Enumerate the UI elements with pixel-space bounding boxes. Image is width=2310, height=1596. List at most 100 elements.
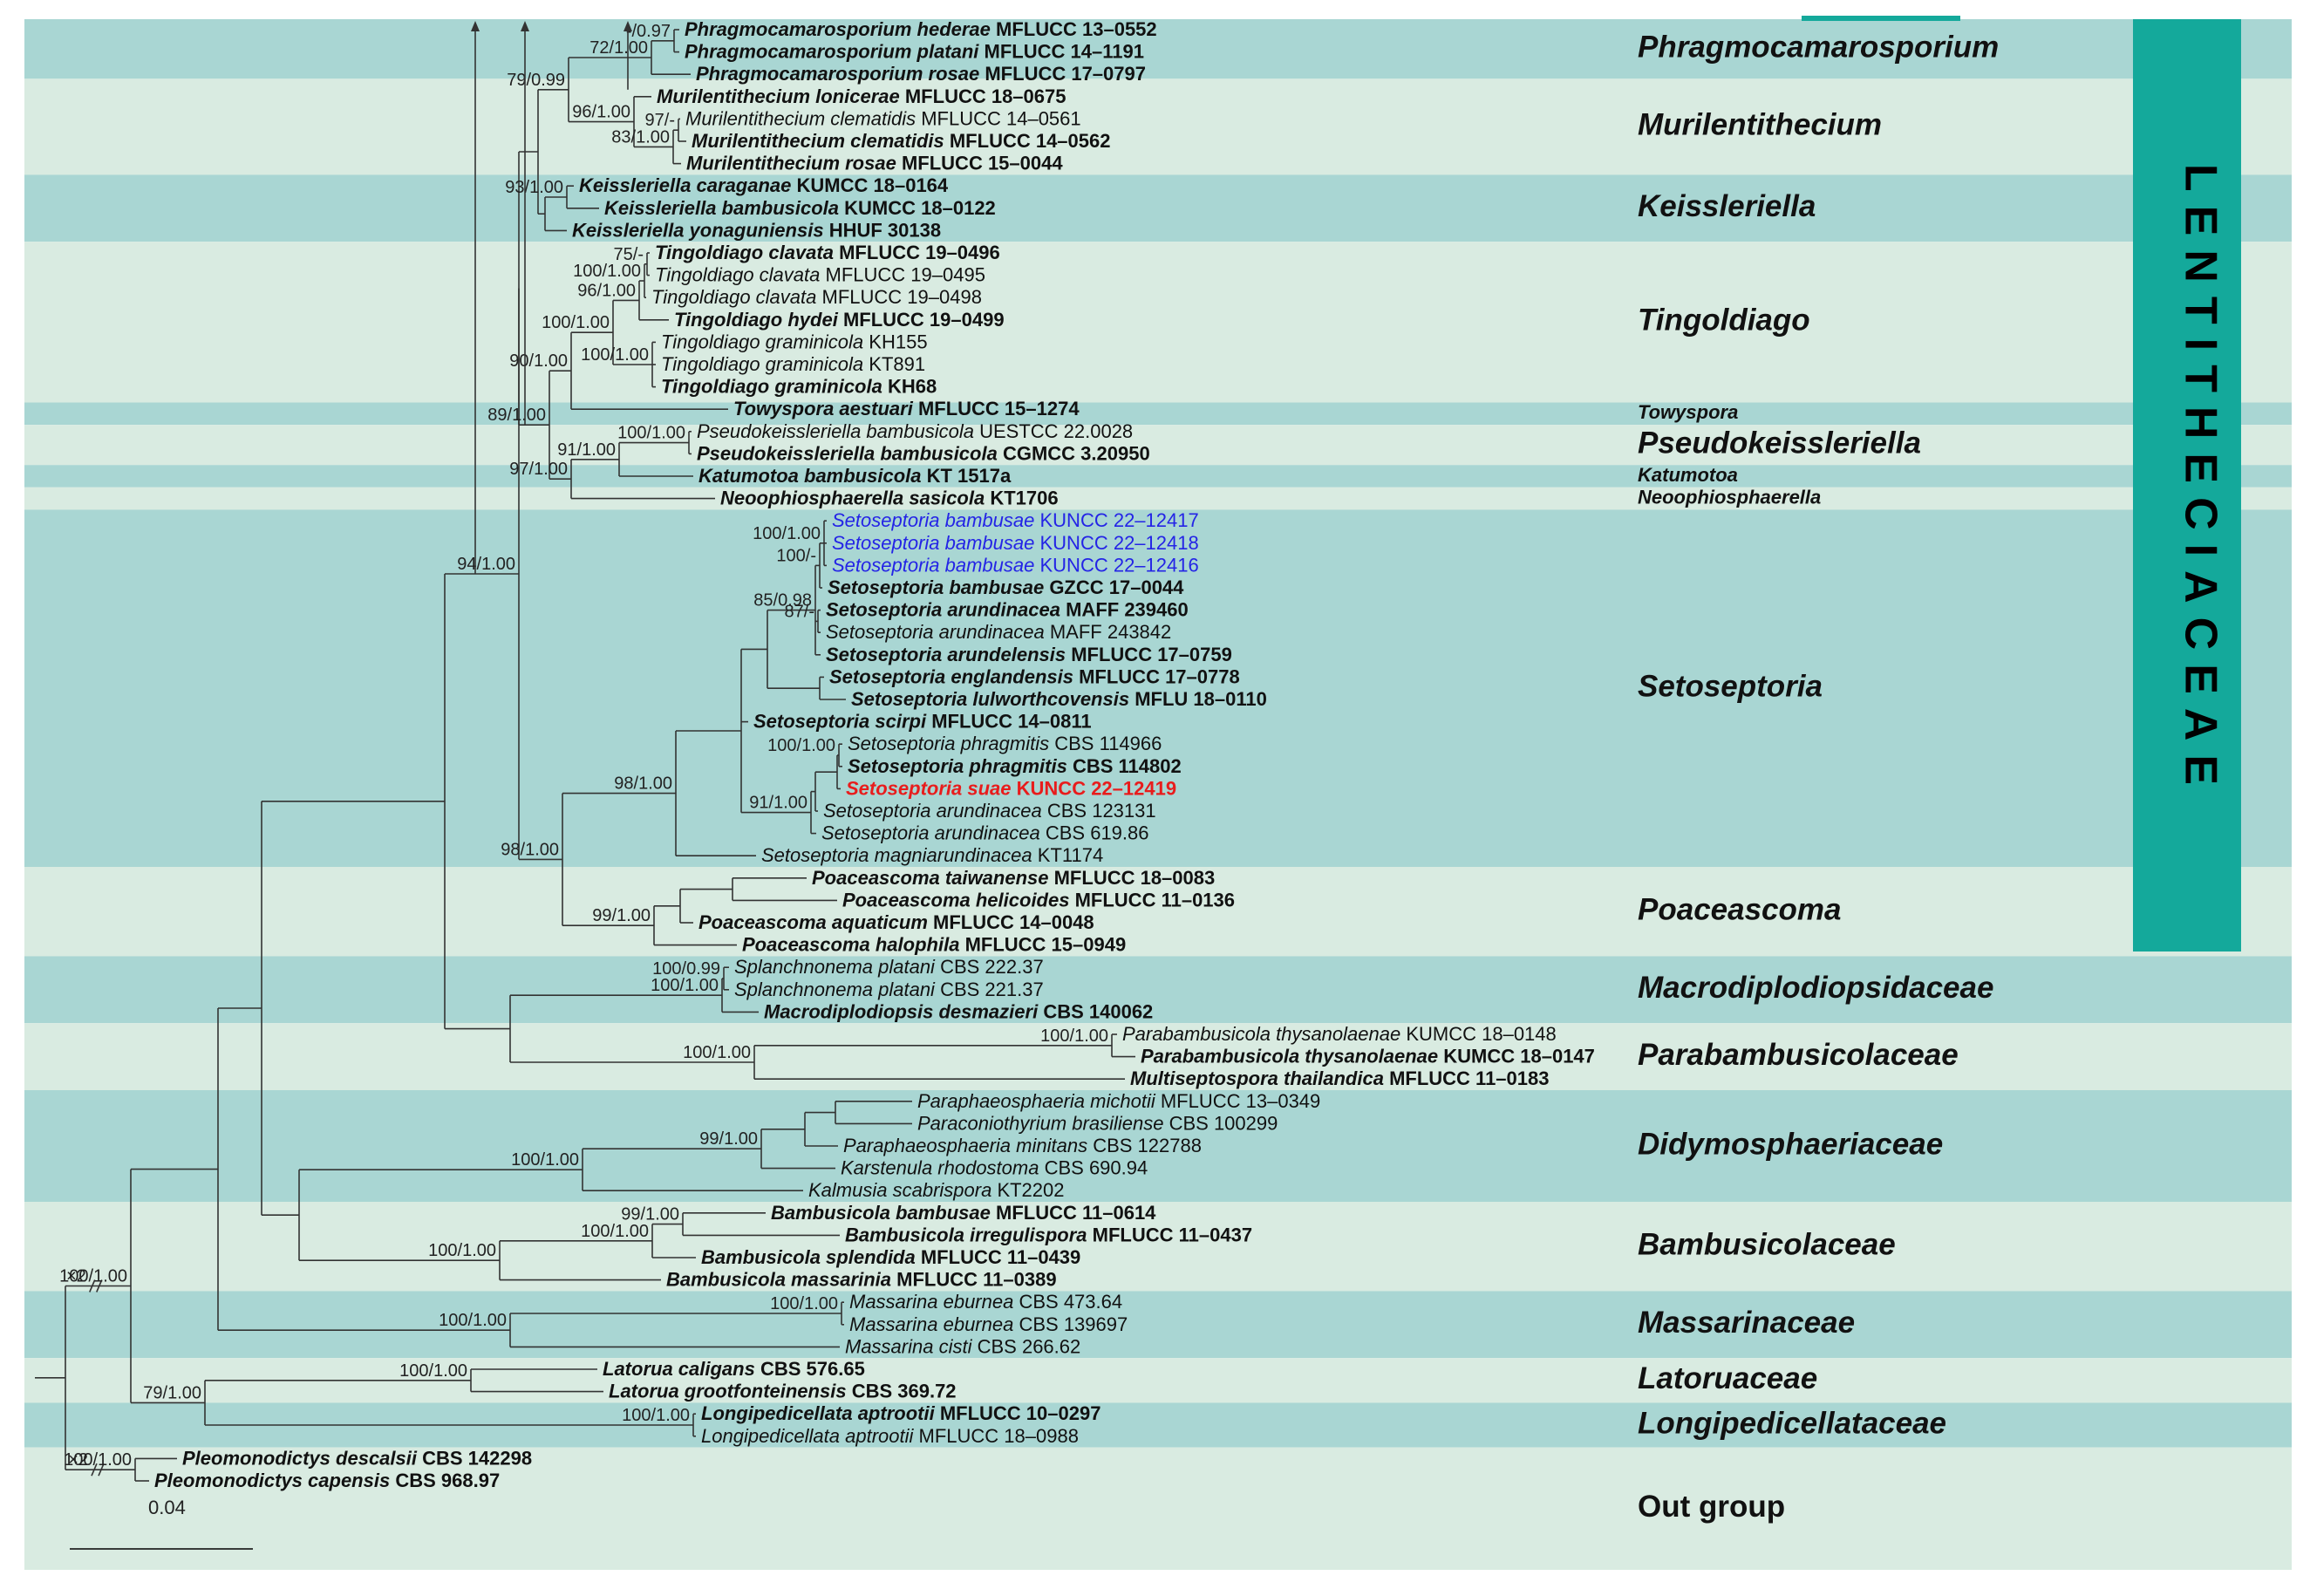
taxon-species: Parabambusicola thysanolaenae xyxy=(1122,1023,1400,1045)
support-value: 100/1.00 xyxy=(511,1150,579,1170)
taxon-species: Multiseptospora thailandica xyxy=(1130,1067,1384,1089)
taxon-label: Pleomonodictys capensis CBS 968.97 xyxy=(154,1470,500,1491)
clade-label: Murilentithecium xyxy=(1638,108,1882,142)
taxon-label: Towyspora aestuari MFLUCC 15–1274 xyxy=(733,398,1080,419)
clade-label: Setoseptoria xyxy=(1638,669,1823,703)
support-value: 100/1.00 xyxy=(439,1311,507,1330)
taxon-label: Poaceascoma halophila MFLUCC 15–0949 xyxy=(742,934,1126,956)
support-value: 96/1.00 xyxy=(572,103,630,122)
taxon-species: Pseudokeissleriella bambusicola xyxy=(697,442,998,464)
taxon-voucher: UESTCC 22.0028 xyxy=(979,420,1133,442)
taxon-species: Pseudokeissleriella bambusicola xyxy=(697,420,974,442)
clade-label: Keissleriella xyxy=(1638,189,1816,223)
taxon-species: Murilentithecium clematidis xyxy=(692,130,944,152)
clade-label: Out group xyxy=(1638,1490,1785,1524)
taxon-label: Poaceascoma aquaticum MFLUCC 14–0048 xyxy=(698,911,1094,933)
support-value: 100/1.00 xyxy=(581,345,649,365)
taxon-voucher: KT1706 xyxy=(990,488,1058,509)
taxon-voucher: MFLUCC 11–0614 xyxy=(996,1202,1156,1224)
taxon-species: Bambusicola bambusae xyxy=(771,1202,991,1224)
taxon-label: Tingoldiago graminicola KH68 xyxy=(661,376,937,398)
support-value: 100/1.00 xyxy=(617,424,685,443)
support-value: 100/1.00 xyxy=(651,976,719,995)
support-value: 100/1.00 xyxy=(399,1361,467,1381)
taxon-label: Paraconiothyrium brasiliense CBS 100299 xyxy=(917,1112,1278,1134)
support-value: 91/1.00 xyxy=(749,794,807,813)
clade-label: Macrodiplodiopsidaceae xyxy=(1638,971,1993,1005)
support-value: 100/- xyxy=(776,546,816,565)
clade-label: Latoruaceae xyxy=(1638,1361,1817,1395)
taxon-voucher: CBS 114966 xyxy=(1054,733,1162,754)
taxon-voucher: MFLUCC 14–1191 xyxy=(985,41,1144,63)
support-value: 87/- xyxy=(785,602,814,621)
taxon-label: Splanchnonema platani CBS 222.37 xyxy=(734,956,1044,978)
taxon-voucher: MFLUCC 11–0136 xyxy=(1075,889,1235,911)
support-value: 100/1.00 xyxy=(683,1043,751,1062)
taxon-label: Longipedicellata aptrootii MFLUCC 18–098… xyxy=(701,1425,1079,1447)
taxon-label: Tingoldiago graminicola KT891 xyxy=(661,353,925,375)
taxon-voucher: MAFF 239460 xyxy=(1066,599,1189,621)
taxon-voucher: MFLUCC 15–0949 xyxy=(965,934,1127,956)
taxon-voucher: GZCC 17–0044 xyxy=(1049,576,1184,598)
support-value: 100/1.00 xyxy=(770,1294,838,1313)
support-value: 100/1.00 xyxy=(64,1450,132,1470)
taxon-label: Setoseptoria arundelensis MFLUCC 17–0759 xyxy=(826,644,1232,665)
clade-band xyxy=(24,174,2292,242)
support-value: 100/1.00 xyxy=(622,1406,690,1425)
taxon-voucher: CBS 576.65 xyxy=(760,1358,865,1380)
taxon-label: Latorua grootfonteinensis CBS 369.72 xyxy=(609,1381,957,1402)
taxon-species: Latorua grootfonteinensis xyxy=(609,1381,847,1402)
taxon-label: Setoseptoria arundinacea MAFF 243842 xyxy=(826,621,1171,643)
taxon-species: Katumotoa bambusicola xyxy=(698,465,921,487)
taxon-voucher: MFLUCC 11–0389 xyxy=(896,1269,1056,1291)
clade-band xyxy=(24,1202,2292,1292)
taxon-species: Macrodiplodiopsis desmazieri xyxy=(764,1000,1039,1022)
taxon-species: Setoseptoria phragmitis xyxy=(848,755,1067,777)
taxon-voucher: CBS 114802 xyxy=(1073,755,1182,777)
taxon-species: Paraphaeosphaeria minitans xyxy=(843,1135,1087,1156)
clade-label: Poaceascoma xyxy=(1638,892,1841,926)
taxon-voucher: MFLUCC 17–0759 xyxy=(1071,644,1232,665)
taxon-label: Setoseptoria arundinacea MAFF 239460 xyxy=(826,599,1189,621)
taxon-voucher: MFLUCC 10–0297 xyxy=(940,1402,1101,1424)
taxon-species: Poaceascoma helicoides xyxy=(842,889,1069,911)
taxon-voucher: KT891 xyxy=(869,353,925,375)
support-value: 99/1.00 xyxy=(621,1205,679,1224)
taxon-label: Setoseptoria scirpi MFLUCC 14–0811 xyxy=(753,711,1092,733)
taxon-voucher: MFLUCC 13–0349 xyxy=(1161,1090,1320,1112)
clade-band xyxy=(24,78,2292,175)
arrow-head-icon xyxy=(471,21,480,31)
taxon-voucher: MFLUCC 11–0437 xyxy=(1093,1224,1252,1245)
taxon-voucher: MFLU 18–0110 xyxy=(1135,688,1267,710)
taxon-species: Poaceascoma taiwanense xyxy=(812,867,1048,889)
taxon-voucher: MFLUCC 18–0675 xyxy=(905,85,1066,107)
taxon-voucher: KH68 xyxy=(888,376,937,398)
taxon-voucher: MFLUCC 15–0044 xyxy=(902,153,1063,174)
taxon-voucher: CBS 968.97 xyxy=(395,1470,500,1491)
clade-band xyxy=(24,1291,2292,1359)
support-value: 96/1.00 xyxy=(577,281,636,300)
taxon-label: Tingoldiago hydei MFLUCC 19–0499 xyxy=(674,309,1005,331)
taxon-voucher: CBS 369.72 xyxy=(852,1381,957,1402)
branch-break-mark xyxy=(89,1279,96,1292)
taxon-species: Setoseptoria arundinacea xyxy=(823,800,1042,822)
taxon-species: Setoseptoria phragmitis xyxy=(848,733,1049,754)
taxon-species: Splanchnonema platani xyxy=(734,979,936,1000)
taxon-label: Setoseptoria phragmitis CBS 114966 xyxy=(848,733,1162,754)
taxon-species: Phragmocamarosporium rosae xyxy=(696,63,979,85)
taxon-voucher: MFLUCC 19–0495 xyxy=(826,264,985,286)
taxon-species: Bambusicola irregulispora xyxy=(845,1224,1087,1245)
taxon-label: Massarina eburnea CBS 139697 xyxy=(849,1313,1128,1335)
taxon-species: Murilentithecium clematidis xyxy=(685,107,916,129)
taxon-species: Parabambusicola thysanolaenae xyxy=(1141,1046,1438,1067)
clade-bands xyxy=(24,19,2292,1570)
taxon-species: Massarina cisti xyxy=(845,1335,973,1357)
taxon-label: Murilentithecium lonicerae MFLUCC 18–067… xyxy=(657,85,1066,107)
taxon-species: Bambusicola splendida xyxy=(701,1246,916,1268)
support-value: 100/1.00 xyxy=(59,1267,127,1286)
support-value: 94/1.00 xyxy=(457,555,515,574)
clade-band xyxy=(24,956,2292,1024)
scale-bar-label: 0.04 xyxy=(148,1497,186,1518)
